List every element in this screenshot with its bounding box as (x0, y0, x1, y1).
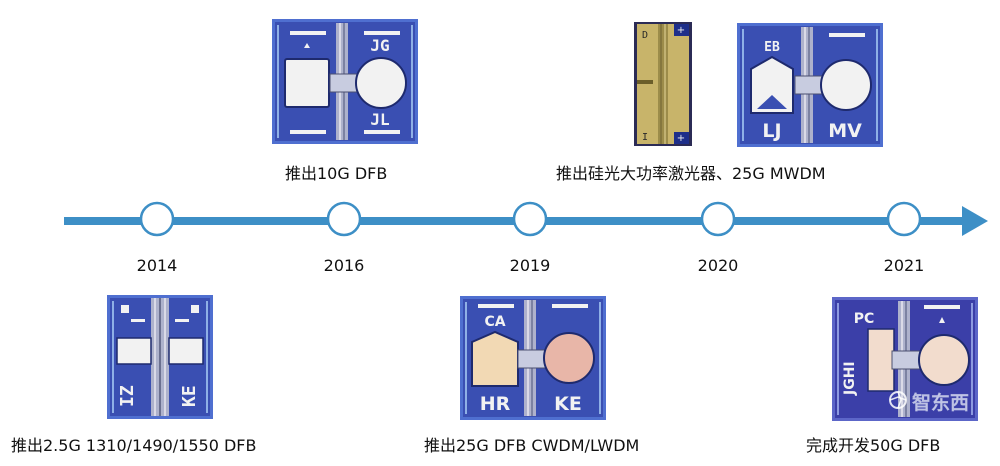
timeline-node-2021 (886, 201, 922, 237)
svg-text:+: + (677, 25, 685, 36)
svg-text:JG: JG (370, 36, 389, 55)
svg-text:MV: MV (828, 120, 862, 142)
svg-text:EB: EB (764, 40, 780, 55)
svg-text:KE: KE (554, 393, 582, 415)
svg-text:JL: JL (370, 110, 389, 129)
year-label-2019: 2019 (509, 256, 551, 275)
year-label-2021: 2021 (883, 256, 925, 275)
svg-text:智东西: 智东西 (912, 391, 969, 414)
timeline-node-2020 (700, 201, 736, 237)
svg-text:CA: CA (484, 314, 505, 330)
milestone-caption-2016: 推出10G DFB (285, 164, 388, 183)
chip-photo-2020-mwdm: EB LJ MV (737, 23, 883, 147)
timeline-node-2014 (139, 201, 175, 237)
chip-photo-2014: IZ KE (107, 295, 213, 419)
timeline-node-2019 (512, 201, 548, 237)
year-label-2020: 2020 (697, 256, 739, 275)
svg-text:KE: KE (179, 385, 200, 407)
chip-photo-2019: CA HR KE (460, 296, 606, 420)
watermark: 智东西 (888, 390, 978, 414)
timeline-node-2016 (326, 201, 362, 237)
aperture-logo-icon (888, 390, 908, 414)
svg-text:HR: HR (480, 393, 511, 415)
svg-text:PC: PC (854, 311, 875, 327)
svg-text:I: I (642, 132, 648, 143)
svg-text:+: + (677, 133, 685, 144)
milestone-caption-2020: 推出硅光大功率激光器、25G MWDM (556, 164, 826, 183)
milestone-caption-2014: 推出2.5G 1310/1490/1550 DFB (11, 436, 257, 455)
chip-photo-2020-silicon: D I + + (634, 22, 692, 146)
milestone-caption-2021: 完成开发50G DFB (806, 436, 941, 455)
year-label-2014: 2014 (136, 256, 178, 275)
svg-text:LJ: LJ (762, 120, 781, 142)
svg-text:D: D (642, 30, 648, 41)
milestone-caption-2019: 推出25G DFB CWDM/LWDM (424, 436, 640, 455)
timeline-arrowhead (962, 206, 988, 236)
svg-text:JGHI: JGHI (842, 361, 858, 396)
svg-text:IZ: IZ (117, 385, 138, 407)
chip-photo-2016: JG JL (272, 19, 418, 144)
watermark-text: 智东西 (912, 391, 969, 414)
year-label-2016: 2016 (323, 256, 365, 275)
chip-photo-2021: PC JGHI (832, 297, 978, 421)
